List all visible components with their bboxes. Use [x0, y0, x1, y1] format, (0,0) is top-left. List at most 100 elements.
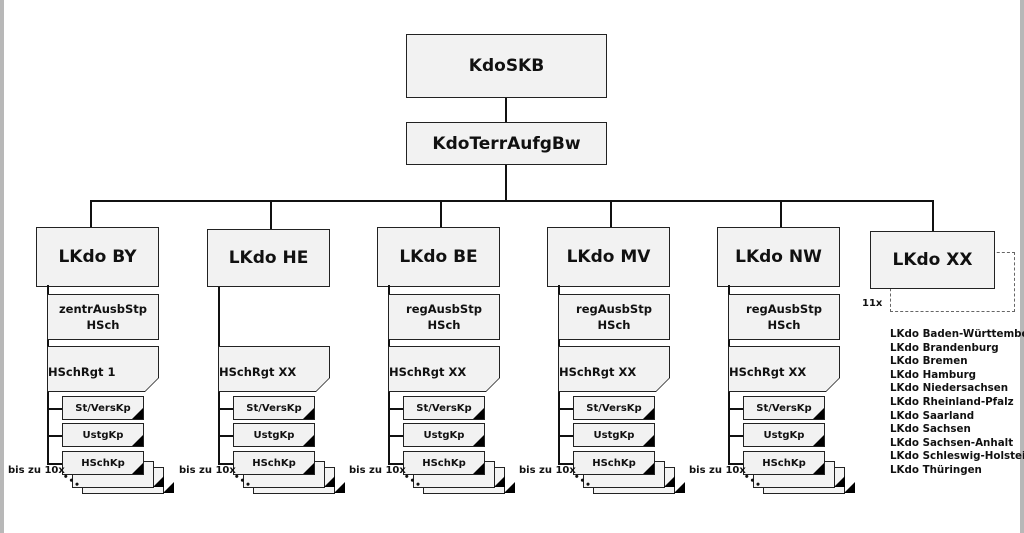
- unit-corner-mark: [334, 482, 345, 493]
- node-ausbstp-line1: zentrAusbStp: [58, 302, 148, 316]
- lkdo-list-item: LKdo Saarland: [890, 409, 975, 422]
- unit-corner-mark: [132, 408, 143, 419]
- corner-fold-inner: [145, 378, 159, 392]
- multiplicity-label: bis zu 10x: [349, 465, 406, 476]
- node-regiment-label: HSchRgt XX: [729, 365, 807, 379]
- connector: [780, 200, 782, 227]
- unit-corner-mark: [163, 482, 174, 493]
- unit-corner-mark: [643, 463, 654, 474]
- unit-corner-mark: [813, 435, 824, 446]
- node-unit-label: UstgKp: [253, 429, 295, 441]
- node-regiment: HSchRgt XX: [218, 346, 330, 392]
- unit-corner-mark: [813, 408, 824, 419]
- node-lkdo-xx-label: LKdo XX: [892, 250, 973, 270]
- node-kdoskb: KdoSKB: [406, 34, 607, 98]
- node-regiment-label: HSchRgt XX: [219, 365, 297, 379]
- unit-connector: [47, 463, 62, 465]
- node-lkdo-head: LKdo BY: [36, 227, 159, 287]
- unit-corner-mark: [473, 435, 484, 446]
- connector-horizontal: [90, 200, 933, 202]
- node-unit-label: St/VersKp: [75, 402, 131, 414]
- node-ausbstp-line1: regAusbStp: [576, 302, 652, 316]
- unit-connector: [47, 435, 62, 437]
- lkdo-list-item: LKdo Brandenburg: [890, 341, 999, 354]
- node-unit: HSchKp: [233, 451, 315, 475]
- node-ausbstp-line2: HSch: [427, 318, 461, 332]
- node-unit: St/VersKp: [403, 396, 485, 420]
- multiplicity-label: bis zu 10x: [519, 465, 576, 476]
- connector: [440, 200, 442, 227]
- node-ausbstp-line2: HSch: [767, 318, 801, 332]
- unit-corner-mark: [303, 435, 314, 446]
- unit-connector: [388, 435, 403, 437]
- count-label: 11x: [862, 298, 883, 309]
- node-unit: UstgKp: [403, 423, 485, 447]
- node-unit: UstgKp: [573, 423, 655, 447]
- node-unit: HSchKp: [62, 451, 144, 475]
- node-unit-label: HSchKp: [422, 457, 466, 469]
- node-lkdo-xx: LKdo XX: [870, 231, 995, 289]
- node-unit-label: HSchKp: [592, 457, 636, 469]
- node-unit-label: UstgKp: [423, 429, 465, 441]
- node-unit-label: HSchKp: [252, 457, 296, 469]
- unit-connector: [728, 463, 743, 465]
- unit-connector: [218, 408, 233, 410]
- multiplicity-label: bis zu 10x: [179, 465, 236, 476]
- node-kdoterraufgbw-label: KdoTerrAufgBw: [432, 133, 581, 154]
- node-unit-label: HSchKp: [762, 457, 806, 469]
- connector: [270, 200, 272, 229]
- unit-corner-mark: [132, 435, 143, 446]
- connector: [505, 165, 507, 201]
- unit-connector: [218, 435, 233, 437]
- unit-connector: [728, 435, 743, 437]
- unit-connector: [218, 463, 233, 465]
- frame-left-border: [0, 0, 4, 533]
- unit-corner-mark: [664, 476, 675, 487]
- unit-connector: [388, 463, 403, 465]
- unit-corner-mark: [303, 463, 314, 474]
- node-regiment: HSchRgt 1: [47, 346, 159, 392]
- node-unit-label: St/VersKp: [416, 402, 472, 414]
- multiplicity-label: bis zu 10x: [8, 465, 65, 476]
- node-unit-label: St/VersKp: [586, 402, 642, 414]
- unit-corner-mark: [494, 476, 505, 487]
- corner-fold-inner: [316, 378, 330, 392]
- node-unit-label: St/VersKp: [246, 402, 302, 414]
- node-lkdo-head-label: LKdo BY: [58, 247, 137, 267]
- unit-connector: [47, 408, 62, 410]
- node-regiment-label: HSchRgt 1: [48, 365, 116, 379]
- node-regiment: HSchRgt XX: [558, 346, 670, 392]
- corner-fold-inner: [656, 378, 670, 392]
- lkdo-list-item: LKdo Rheinland-Pfalz: [890, 395, 1014, 408]
- lkdo-list-item: LKdo Schleswig-Holstein: [890, 450, 1024, 463]
- node-unit-label: HSchKp: [81, 457, 125, 469]
- node-lkdo-head-label: LKdo HE: [228, 248, 309, 268]
- connector: [505, 98, 507, 122]
- lkdo-list-item: LKdo Baden-Württemberg: [890, 328, 1024, 340]
- unit-corner-mark: [504, 482, 515, 493]
- unit-corner-mark: [473, 408, 484, 419]
- node-unit-label: UstgKp: [763, 429, 805, 441]
- connector: [932, 200, 934, 231]
- corner-fold-inner: [826, 378, 840, 392]
- node-unit: HSchKp: [743, 451, 825, 475]
- unit-corner-mark: [834, 476, 845, 487]
- unit-corner-mark: [674, 482, 685, 493]
- node-regiment: HSchRgt XX: [388, 346, 500, 392]
- node-lkdo-head: LKdo BE: [377, 227, 500, 287]
- node-unit-label: St/VersKp: [756, 402, 812, 414]
- lkdo-list-item: LKdo Sachsen: [890, 423, 971, 436]
- node-regiment-label: HSchRgt XX: [389, 365, 467, 379]
- node-kdoterraufgbw: KdoTerrAufgBw: [406, 122, 607, 165]
- unit-corner-mark: [324, 476, 335, 487]
- node-unit: UstgKp: [233, 423, 315, 447]
- lkdo-list-item: LKdo Sachsen-Anhalt: [890, 436, 1014, 449]
- node-ausbstp-line1: regAusbStp: [746, 302, 822, 316]
- lkdo-list: LKdo Baden-WürttembergLKdo BrandenburgLK…: [890, 328, 1024, 478]
- connector: [610, 200, 612, 227]
- unit-corner-mark: [643, 435, 654, 446]
